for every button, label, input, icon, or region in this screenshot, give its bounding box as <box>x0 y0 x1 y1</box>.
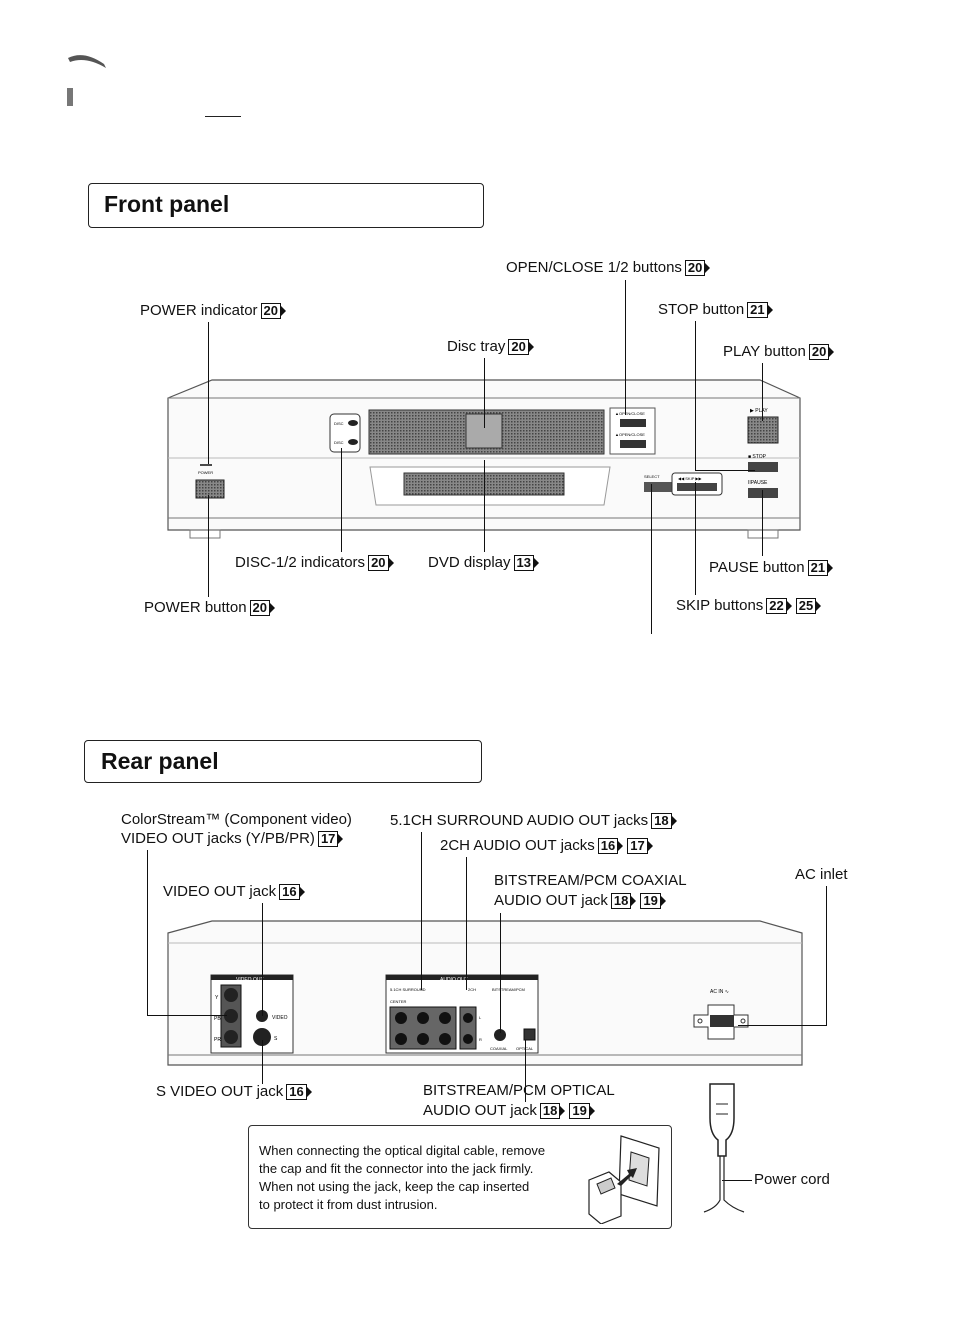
front-power-text: POWER <box>198 470 213 475</box>
rear-panel-title-box <box>84 740 482 783</box>
note-line-1: When connecting the optical digital cabl… <box>259 1143 546 1158</box>
label-optical-1: BITSTREAM/PCM OPTICAL <box>423 1082 615 1099</box>
front-disc2-text: DISC <box>334 440 344 445</box>
rear-pb-text: PB <box>214 1016 221 1022</box>
rear-audio-out-text: AUDIO OUT <box>440 977 468 983</box>
note-line-4: to protect it from dust intrusion. <box>259 1197 438 1212</box>
rear-surround-text: 5.1CH SURROUND <box>390 987 426 992</box>
rear-panel-device: VIDEO OUT Y PB PR VIDEO S AUDIO OUT 5.1C… <box>167 920 803 1066</box>
label-colorstream-2: VIDEO OUT jacks (Y/PB/PR)17 <box>121 830 345 848</box>
front-panel-device: DISC DISC ▲OPEN/CLOSE ▲OPEN/CLOSE SELECT… <box>167 379 801 539</box>
front-open-close-text-2: ▲OPEN/CLOSE <box>615 432 645 437</box>
label-power-cord: Power cord <box>754 1171 830 1188</box>
rear-optical-text: OPTICAL <box>516 1046 534 1051</box>
front-skip-text: ◀◀ SKIP ▶▶ <box>678 476 702 481</box>
rear-video-out-text: VIDEO OUT <box>236 977 264 983</box>
rear-center-text: CENTER <box>390 999 407 1004</box>
front-open-close-text-1: ▲OPEN/CLOSE <box>615 411 645 416</box>
front-select-text: SELECT <box>644 474 660 479</box>
front-panel-title-box <box>88 183 484 228</box>
front-disc1-text: DISC <box>334 421 344 426</box>
rear-ac-in-text: AC IN ∿ <box>710 989 729 995</box>
rear-video-text: VIDEO <box>272 1015 288 1021</box>
front-play-text: ▶ PLAY <box>750 408 768 414</box>
label-colorstream-1: ColorStream™ (Component video) <box>121 811 352 828</box>
note-line-3: When not using the jack, keep the cap in… <box>259 1179 530 1194</box>
rear-l-text: L <box>479 1015 482 1020</box>
front-pause-text: IIPAUSE <box>748 480 768 486</box>
note-line-2: the cap and fit the connector into the j… <box>259 1161 534 1176</box>
rear-panel-title: Rear panel <box>101 748 219 774</box>
rear-s-text: S <box>274 1036 278 1042</box>
rear-y-text: Y <box>215 995 219 1001</box>
optical-cap-illustration <box>588 1135 660 1224</box>
rear-r-text: R <box>479 1037 482 1042</box>
header-rule <box>205 116 241 117</box>
rear-two-ch-text: 2CH <box>468 987 476 992</box>
rear-pr-text: PR <box>214 1037 221 1043</box>
optical-note-box: When connecting the optical digital cabl… <box>248 1125 672 1229</box>
rear-bitstream-text: BITSTREAM/PCM <box>492 987 525 992</box>
power-cord-illustration <box>703 1083 745 1213</box>
label-ac-inlet: AC inlet <box>795 866 848 883</box>
front-stop-text: ■ STOP <box>748 454 767 460</box>
front-panel-title: Front panel <box>104 191 230 217</box>
corner-mark <box>67 55 106 106</box>
label-coaxial-1: BITSTREAM/PCM COAXIAL <box>494 872 687 889</box>
rear-coaxial-text: COAXIAL <box>490 1046 508 1051</box>
